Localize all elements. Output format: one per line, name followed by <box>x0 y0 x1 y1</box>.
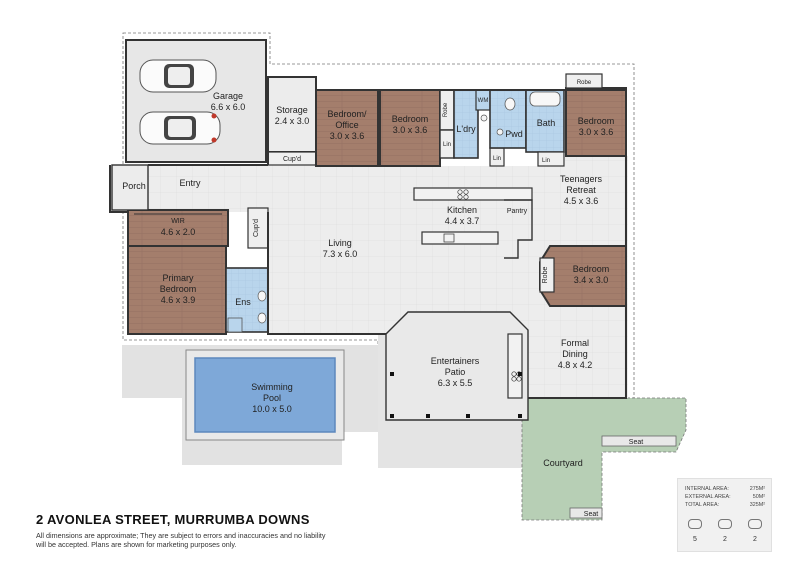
robe-label-3: Robe <box>542 267 549 284</box>
kitchen-label: Kitchen <box>447 205 477 215</box>
primary-label-1: Primary <box>163 273 194 283</box>
patio-label-2: Patio <box>445 367 466 377</box>
external-area-value: 50M² <box>752 494 765 500</box>
courtyard-label: Courtyard <box>543 458 583 468</box>
kitchen-bench-top <box>413 187 533 201</box>
car-top <box>139 59 217 93</box>
primary-label-2: Bedroom <box>160 284 197 294</box>
patio-label-1: Entertainers <box>431 356 480 366</box>
office-label-2: Office <box>335 120 358 130</box>
bath-linen <box>537 151 565 167</box>
kitchen-island <box>421 231 499 245</box>
bathroom-count: 2 <box>723 536 727 543</box>
laundry-label: L'dry <box>456 124 476 134</box>
bathtub <box>529 91 561 107</box>
office-size: 3.0 x 3.6 <box>330 131 365 141</box>
external-area-label: EXTERNAL AREA: <box>685 494 731 500</box>
bedroom-2-label: Bedroom <box>392 114 429 124</box>
disclaimer-text: All dimensions are approximate; They are… <box>36 531 326 549</box>
wir-size: 4.6 x 2.0 <box>161 227 196 237</box>
living-size: 7.3 x 6.0 <box>323 249 358 259</box>
bedroom-2-size: 3.0 x 3.6 <box>393 125 428 135</box>
wm-label: WM <box>478 98 489 104</box>
pool-size: 10.0 x 5.0 <box>252 404 292 414</box>
dining-label-2: Dining <box>562 349 588 359</box>
total-area-label: TOTAL AREA: <box>685 502 720 508</box>
garage-size: 6.6 x 6.0 <box>211 102 246 112</box>
bedroom-3 <box>565 87 627 157</box>
internal-area-row: INTERNAL AREA: 275M² <box>685 486 765 492</box>
outer-walls <box>109 76 627 399</box>
linen-label-3: Lin <box>542 158 550 164</box>
tiled-floor <box>110 152 628 398</box>
dining-size: 4.8 x 4.2 <box>558 360 593 370</box>
robe-label-1: Robe <box>443 102 449 117</box>
porch-label: Porch <box>122 181 146 191</box>
wir-label: WIR <box>171 218 185 225</box>
bath-label: Bath <box>537 118 556 128</box>
courtyard-seat-top <box>601 435 677 447</box>
courtyard-seat-bottom <box>569 507 603 519</box>
pool-label-2: Pool <box>263 393 281 403</box>
property-address: 2 AVONLEA STREET, MURRUMBA DOWNS <box>36 512 310 527</box>
storage-cupboard-label: Cup'd <box>283 156 301 163</box>
linen-label-2: Lin <box>493 156 501 162</box>
bedroom-count: 5 <box>693 536 697 543</box>
robe-box-top <box>565 73 603 89</box>
seat-label-1: Seat <box>629 439 643 446</box>
patio-posts <box>390 372 522 418</box>
internal-area-value: 275M² <box>749 486 765 492</box>
storage-size: 2.4 x 3.0 <box>275 116 310 126</box>
patio-slab <box>385 311 529 421</box>
ensuite-label: Ens <box>235 297 251 307</box>
internal-area-label: INTERNAL AREA: <box>685 486 729 492</box>
pantry-label: Pantry <box>507 208 528 215</box>
seat-label-2: Seat <box>584 511 598 518</box>
primary-bedroom <box>127 245 227 335</box>
kitchen-size: 4.4 x 3.7 <box>445 216 480 226</box>
patio-size: 6.3 x 5.5 <box>438 378 473 388</box>
swimming-pool <box>194 357 336 433</box>
robe-box-side <box>539 257 555 293</box>
entry-label: Entry <box>179 178 201 188</box>
car-bottom <box>139 111 221 145</box>
teen-size: 4.5 x 3.6 <box>564 196 599 206</box>
courtyard <box>521 397 687 521</box>
external-area-row: EXTERNAL AREA: 50M² <box>685 494 765 500</box>
total-area-value: 325M² <box>749 502 765 508</box>
laundry <box>453 89 479 159</box>
powder-label: Pwd <box>505 129 523 139</box>
linen-label-1: Lin <box>443 142 451 148</box>
bedroom-4-label: Bedroom <box>573 264 610 274</box>
teen-label-1: Teenagers <box>560 174 603 184</box>
total-area-row: TOTAL AREA: 325M² <box>685 502 765 508</box>
porch <box>111 164 149 211</box>
garage-label: Garage <box>213 91 243 101</box>
bath-icon <box>718 519 732 529</box>
pool-label-1: Swimming <box>251 382 293 392</box>
ensuite-cupboard-label: Cup'd <box>253 219 260 237</box>
dining-bench <box>507 333 523 399</box>
robe-label-2: Robe <box>577 80 592 86</box>
pantry-wall <box>504 199 533 259</box>
primary-size: 4.6 x 3.9 <box>161 295 196 305</box>
teen-label-2: Retreat <box>566 185 596 195</box>
area-summary-card: INTERNAL AREA: 275M² EXTERNAL AREA: 50M²… <box>677 478 772 552</box>
bedroom-office <box>315 89 379 167</box>
car-icon <box>748 519 762 529</box>
office-label-1: Bedroom/ <box>327 109 367 119</box>
car-count: 2 <box>753 536 757 543</box>
ensuite-shower <box>227 317 243 333</box>
bed-icon <box>688 519 702 529</box>
dining-label-1: Formal <box>561 338 589 348</box>
storage-label: Storage <box>276 105 308 115</box>
bedroom-3-label: Bedroom <box>578 116 615 126</box>
bedroom-3-size: 3.0 x 3.6 <box>579 127 614 137</box>
bedroom-4-size: 3.4 x 3.0 <box>574 275 609 285</box>
living-label: Living <box>328 238 352 248</box>
